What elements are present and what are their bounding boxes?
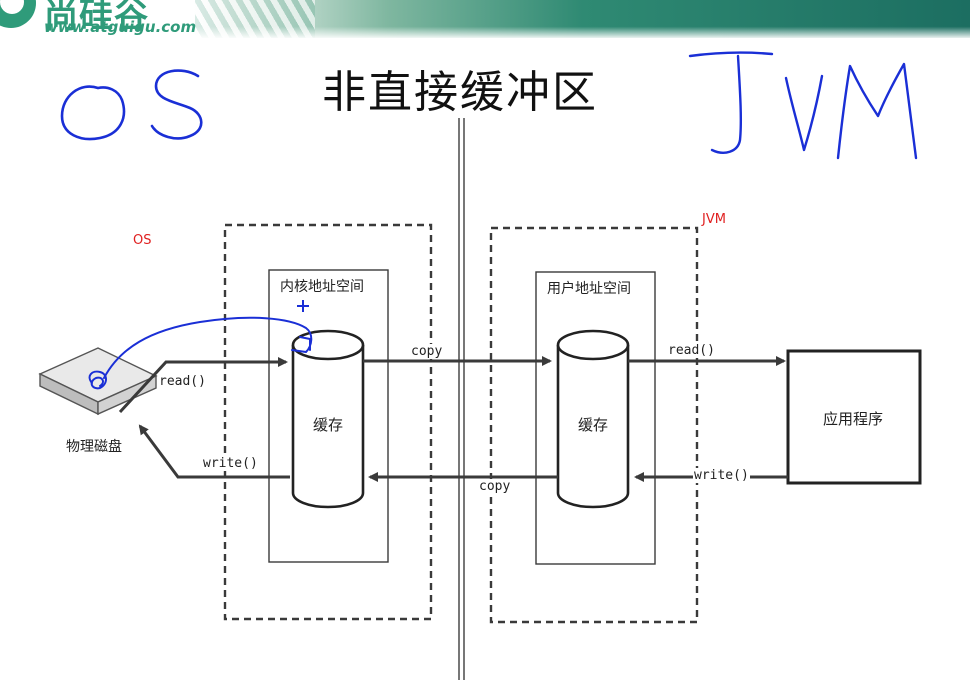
disk-icon [38,347,158,416]
handwriting-jvm [688,51,918,160]
logo-text: 尚硅谷 [44,0,149,36]
kernel-space-label: 内核地址空间 [280,279,364,295]
kernel-cache-label: 缓存 [313,416,344,434]
write-right-label: write() [693,468,750,483]
user-cache-cylinder [556,329,630,509]
jvm-label: JVM [702,212,726,227]
logo-url: www.atguigu.com [44,18,197,36]
os-region [223,223,433,621]
os-label: OS [133,233,152,248]
ink-annotation-loop [88,316,313,390]
app-label: 应用程序 [823,410,884,428]
disk-label: 物理磁盘 [66,439,122,455]
arrow-read-left [118,357,288,414]
copy-top-label: copy [410,344,444,359]
read-right-label: read() [667,343,716,358]
page-title: 非直接缓冲区 [322,67,598,118]
header-band [0,0,970,38]
read-left-label: read() [158,374,207,389]
jvm-region [489,226,699,624]
user-space-label: 用户地址空间 [547,281,631,297]
copy-bottom-label: copy [478,479,512,494]
app-box [786,349,922,485]
arrow-write-left [138,424,290,479]
plus-icon [297,300,309,312]
user-cache-label: 缓存 [578,416,609,434]
write-left-label: write() [202,456,259,471]
center-divider [458,118,465,680]
handwriting-os [60,69,203,141]
